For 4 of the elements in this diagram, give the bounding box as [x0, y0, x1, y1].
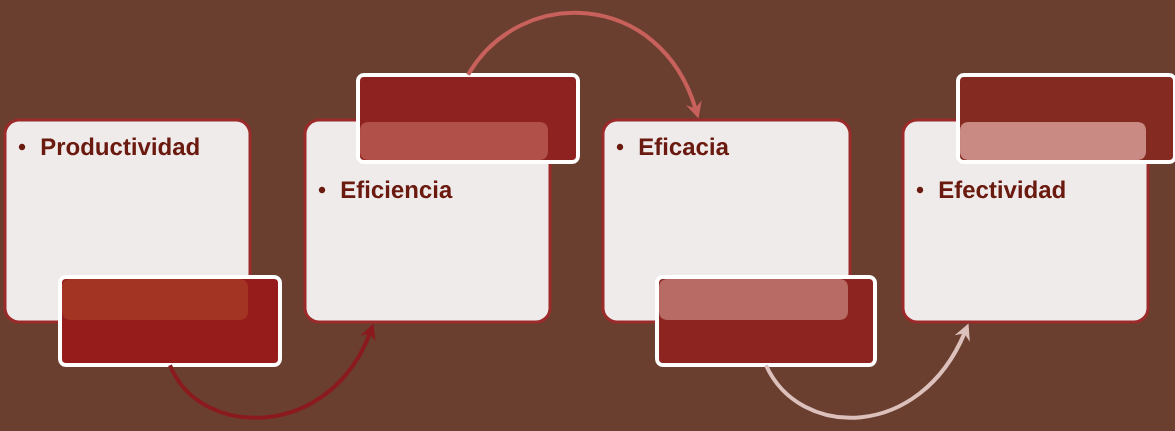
accent-box [58, 275, 282, 367]
accent-box [655, 275, 877, 367]
accent-box [356, 73, 580, 164]
accent-box [956, 73, 1175, 164]
